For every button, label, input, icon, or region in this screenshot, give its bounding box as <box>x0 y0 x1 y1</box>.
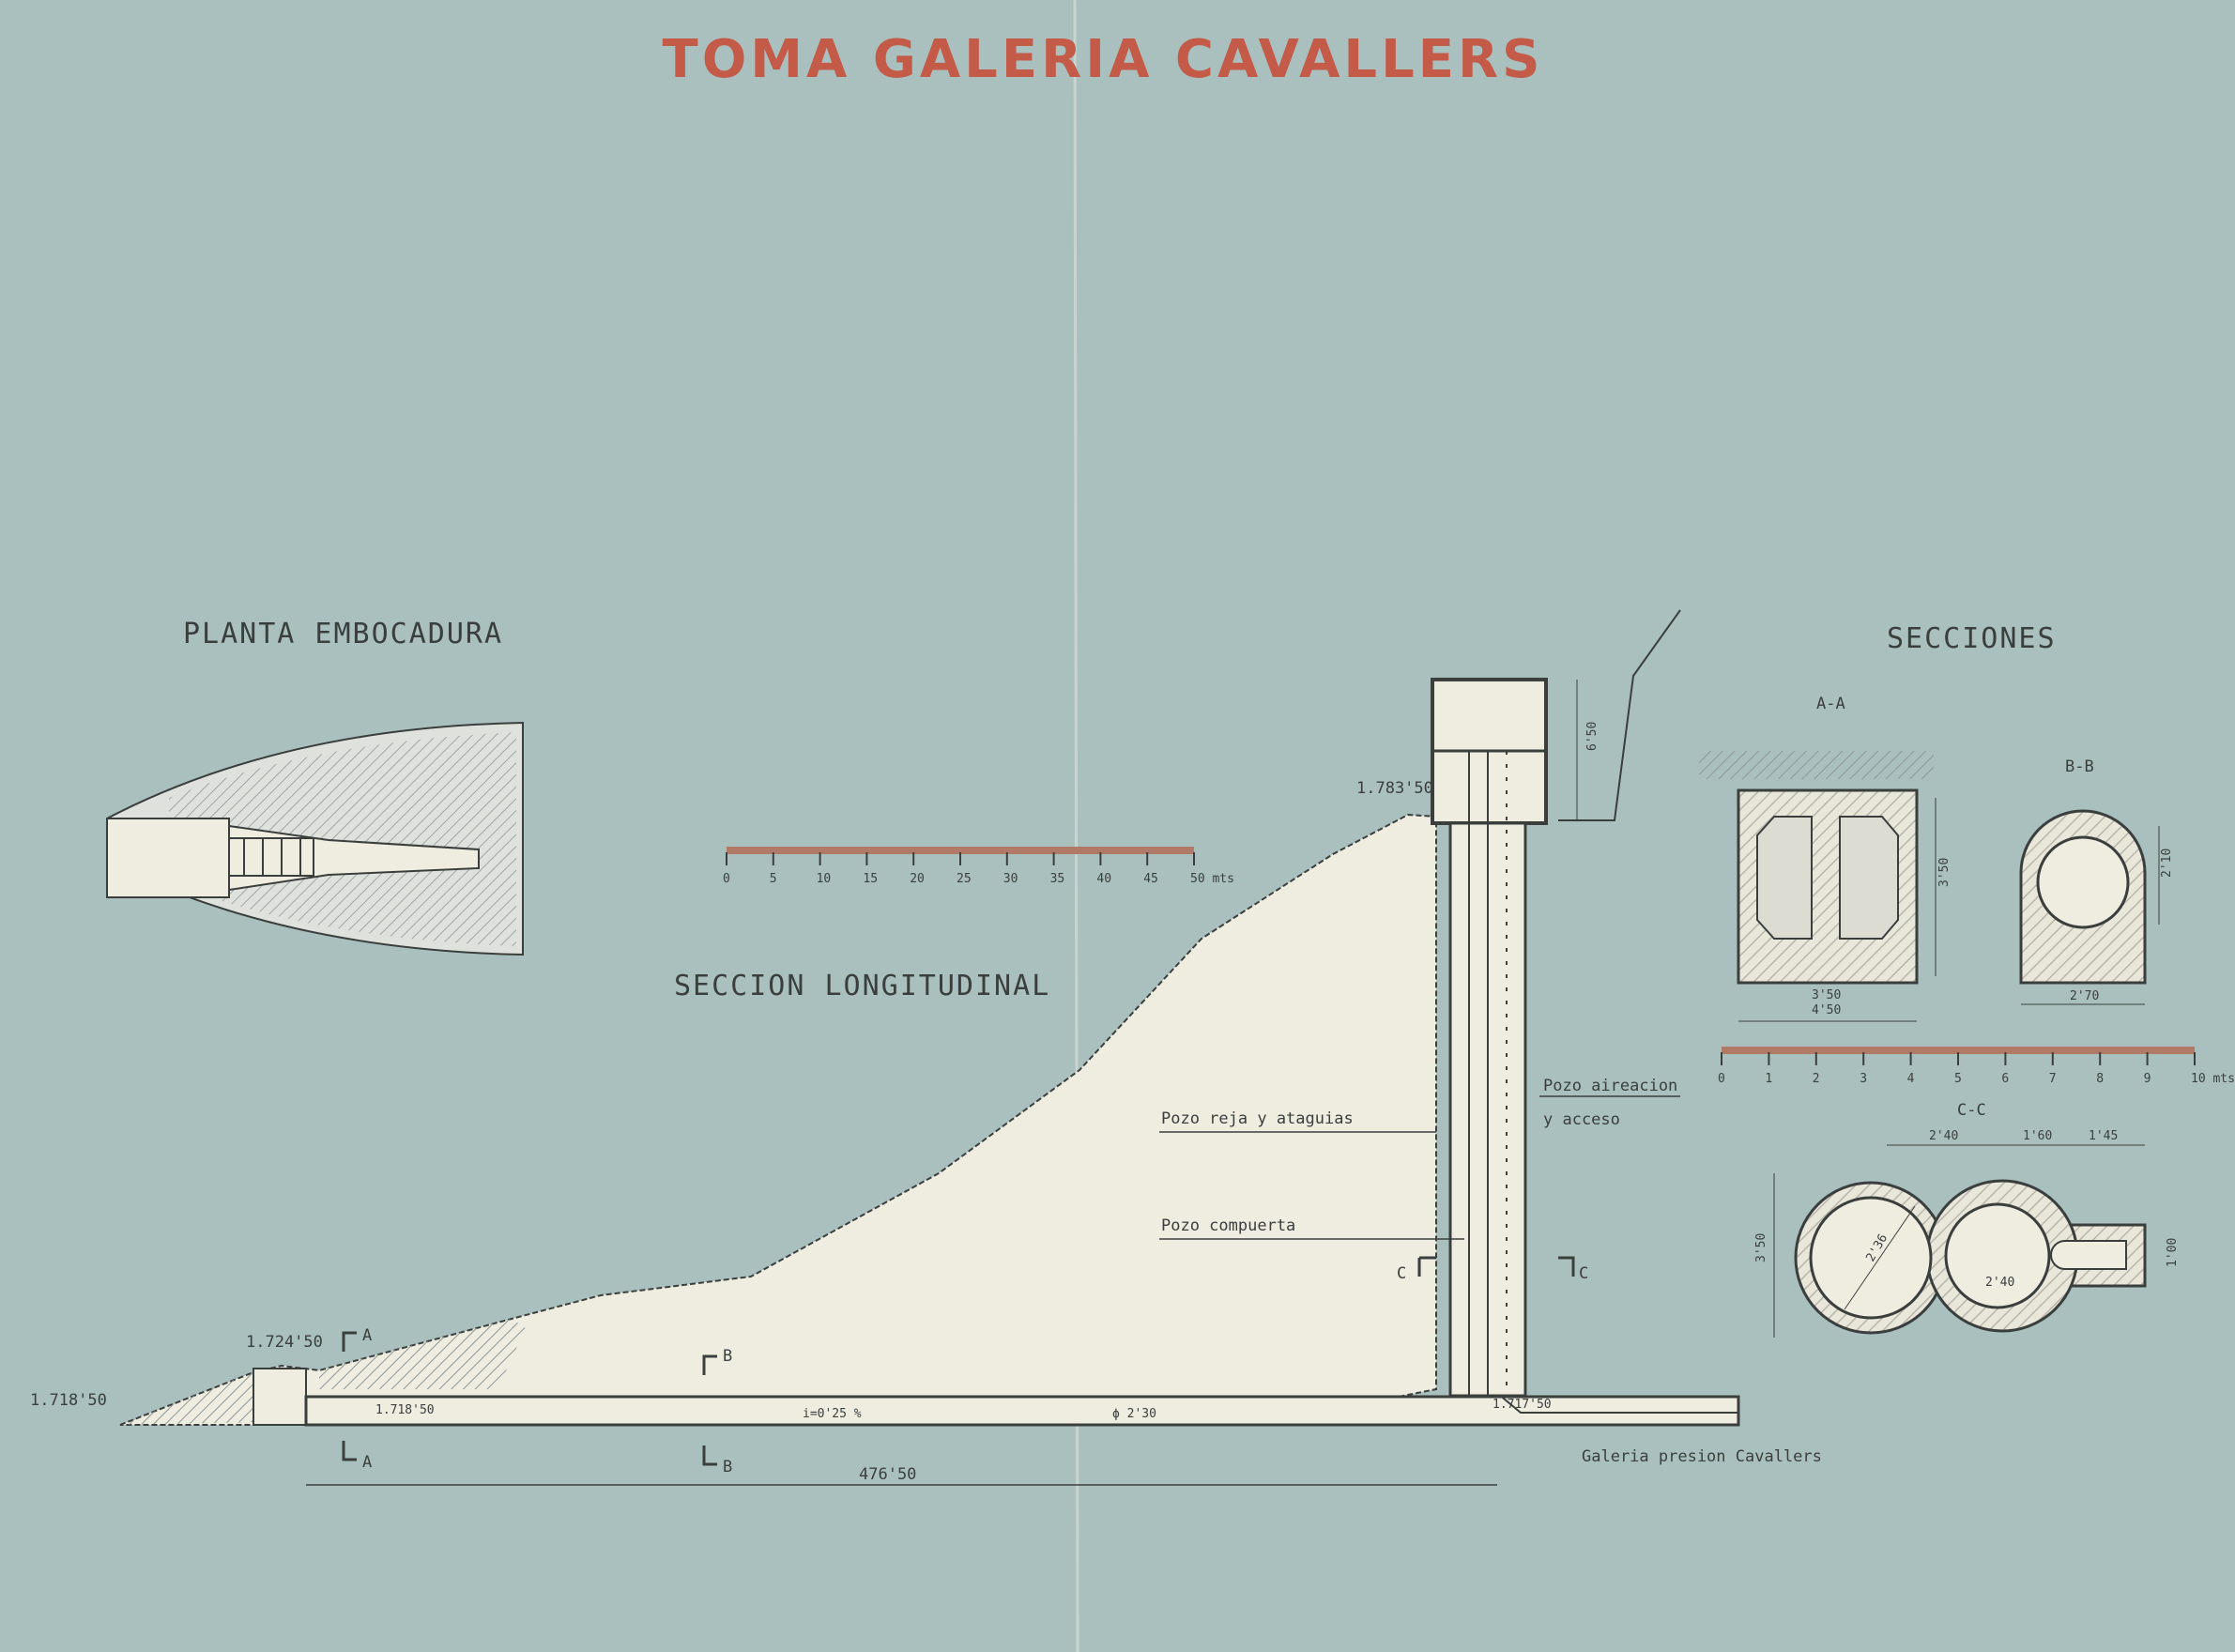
section-aa-label: A-A <box>1816 695 1845 713</box>
scale-tick-label: 5 <box>1954 1072 1962 1086</box>
cut-b-top: B <box>723 1347 732 1366</box>
scale-tick-label: 20 <box>910 872 925 886</box>
scale-tick-label: 5 <box>770 872 777 886</box>
scale-bar-sections <box>1722 1047 2195 1054</box>
scale-tick-label: 6 <box>2001 1072 2009 1086</box>
scale-tick-label: 40 <box>1096 872 1111 886</box>
scale-bar-longitudinal: 0 5 10 15 20 25 30 35 40 45 50 mts <box>723 847 1234 886</box>
pozo-aireacion-label: Pozo aireacion <box>1543 1077 1677 1095</box>
scale-tick-label: 0 <box>723 872 730 886</box>
scale-tick-label: 0 <box>1718 1072 1725 1086</box>
scale-tick-label: 4 <box>1907 1072 1915 1086</box>
cc-d2: 1'60 <box>2023 1129 2052 1143</box>
cut-b-bottom: B <box>723 1458 732 1476</box>
pozo-compuerta-label: Pozo compuerta <box>1161 1216 1295 1235</box>
plan-embocadura: PLANTA EMBOCADURA <box>106 618 524 956</box>
slope-label: i=0'25 % <box>803 1407 862 1421</box>
scale-tick-label: 10 <box>817 872 832 886</box>
scale-tick-label: 30 <box>1003 872 1018 886</box>
cc-d3: 1'45 <box>2089 1129 2118 1143</box>
scale-tick-label: 50 mts <box>1190 872 1234 886</box>
scale-tick-label: 10 mts <box>2191 1072 2235 1086</box>
elev-bottom: 1.717'50 <box>1493 1398 1552 1412</box>
pozo-aireacion-label-2: y acceso <box>1543 1110 1620 1129</box>
tunnel-start-elev: 1.718'50 <box>375 1403 435 1417</box>
aa-height: 3'50 <box>1937 858 1952 887</box>
scale-tick-label: 1 <box>1765 1072 1772 1086</box>
sections: SECCIONES A-A 3'50 3'50 4'50 B-B 2'10 2'… <box>1699 622 2235 1338</box>
scale-tick-label: 15 <box>863 872 878 886</box>
cut-c-right: C <box>1579 1264 1588 1283</box>
longitudinal-label: SECCION LONGITUDINAL <box>674 970 1050 1002</box>
section-cc-label: C-C <box>1957 1101 1986 1120</box>
scale-tick-label: 9 <box>2144 1072 2151 1086</box>
scale-tick-label: 3 <box>1860 1072 1867 1086</box>
length-dimension: 476'50 <box>859 1465 916 1484</box>
cut-a-bottom: A <box>362 1453 372 1472</box>
longitudinal-section: SECCION LONGITUDINAL 6'50 1.783'50 1.724… <box>30 609 1822 1486</box>
aa-width: 4'50 <box>1812 1003 1841 1017</box>
cc-small: 1'00 <box>2166 1238 2180 1267</box>
cc-inner: 2'40 <box>1985 1276 2014 1290</box>
elev-inlet: 1.718'50 <box>30 1391 107 1410</box>
scale-tick-label: 45 <box>1143 872 1158 886</box>
tower-height: 6'50 <box>1585 722 1600 751</box>
scale-tick-label: 7 <box>2049 1072 2057 1086</box>
bb-height: 2'10 <box>2160 849 2174 878</box>
scale-tick-label: 8 <box>2096 1072 2104 1086</box>
scale-tick-label: 2 <box>1813 1072 1820 1086</box>
elev-intake: 1.724'50 <box>246 1333 323 1352</box>
plan-label: PLANTA EMBOCADURA <box>183 618 503 650</box>
cut-c-left: C <box>1397 1264 1406 1283</box>
cut-a-top: A <box>362 1326 372 1345</box>
sections-label: SECCIONES <box>1887 622 2057 655</box>
elev-tower: 1.783'50 <box>1356 779 1433 798</box>
diameter-label: ϕ 2'30 <box>1112 1407 1156 1421</box>
pozo-reja-label: Pozo reja y ataguias <box>1161 1109 1354 1128</box>
sheet-title: TOMA GALERIA CAVALLERS <box>663 29 1544 90</box>
galeria-label: Galeria presion Cavallers <box>1582 1447 1822 1466</box>
section-bb-label: B-B <box>2065 757 2094 776</box>
scale-tick-label: 25 <box>957 872 972 886</box>
cc-d1: 2'40 <box>1929 1129 1958 1143</box>
scale-tick-label: 35 <box>1050 872 1065 886</box>
bb-width: 2'70 <box>2070 989 2099 1003</box>
aa-width-inner: 3'50 <box>1812 988 1841 1002</box>
cc-height: 3'50 <box>1754 1233 1768 1262</box>
